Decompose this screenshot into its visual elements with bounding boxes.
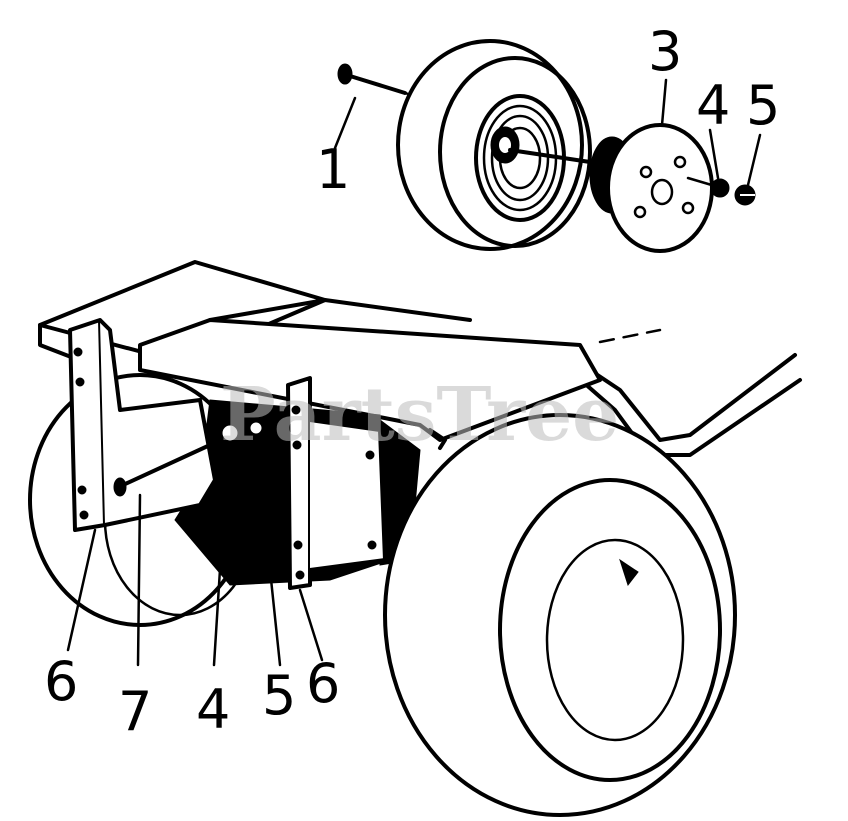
bolt-part-1 bbox=[337, 63, 410, 96]
callout-5-bottom: 5 bbox=[262, 664, 296, 727]
callout-4-top: 4 bbox=[696, 74, 730, 137]
callout-1: 1 bbox=[316, 138, 350, 201]
washer-part-4-top bbox=[686, 176, 730, 198]
nut-part-5-top bbox=[734, 184, 756, 206]
bracket-part-6-left bbox=[68, 318, 217, 532]
small-tire bbox=[396, 39, 592, 251]
washer-part-4-center bbox=[219, 422, 241, 444]
callout-4-bottom: 4 bbox=[196, 678, 230, 741]
callout-6-left: 6 bbox=[44, 650, 78, 713]
leader-lines bbox=[66, 78, 762, 667]
watermark-text: PartsTree bbox=[220, 372, 619, 458]
callout-7: 7 bbox=[118, 680, 152, 743]
callout-3: 3 bbox=[648, 20, 682, 83]
bolt-part-7 bbox=[113, 443, 212, 497]
bracket-part-6-right bbox=[286, 376, 387, 590]
exploded-wheel-assembly bbox=[337, 39, 756, 253]
mower-frame-assembly bbox=[28, 260, 802, 817]
right-front-tire bbox=[383, 413, 737, 817]
callout-5-top: 5 bbox=[746, 74, 780, 137]
callout-6-right: 6 bbox=[306, 652, 340, 715]
hub-part-3 bbox=[589, 123, 714, 253]
